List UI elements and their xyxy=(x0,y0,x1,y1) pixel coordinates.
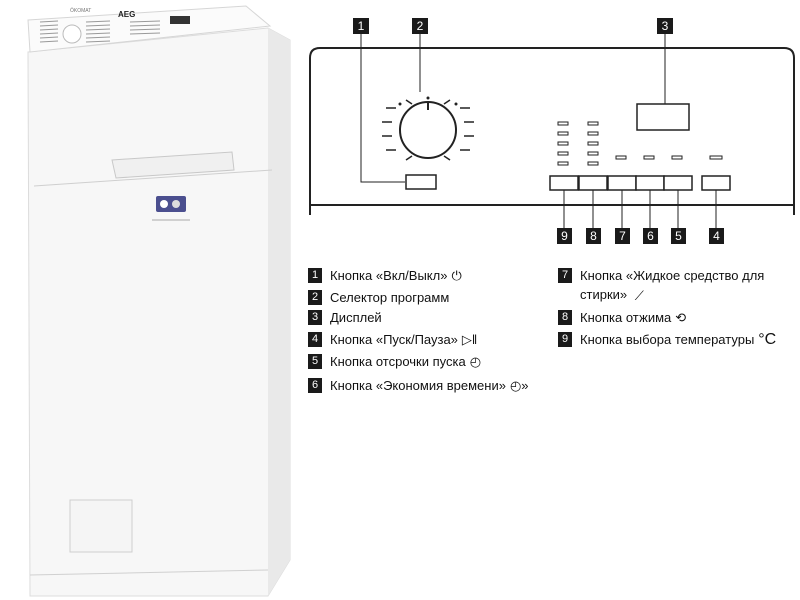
control-panel-diagram: 1 2 3 xyxy=(309,18,795,244)
callout-9: 9 xyxy=(557,228,572,244)
legend-item-4: 4 Кнопка «Пуск/Пауза» ▷‖ xyxy=(308,330,477,349)
legend-item-5: 5 Кнопка отсрочки пуска ◴ xyxy=(308,352,481,371)
panel-text-lines xyxy=(39,20,161,43)
indicator-lamps xyxy=(557,121,723,166)
filter-door xyxy=(69,499,133,553)
callout-5-label: 5 xyxy=(675,229,682,243)
legend-text: Кнопка отсрочки пуска xyxy=(330,354,466,369)
leader-lines xyxy=(360,34,717,228)
legend-item-7: 7 Кнопка «Жидкое средство для стирки» ⟋ xyxy=(558,266,764,305)
function-buttons xyxy=(549,175,731,191)
washing-machine-image: AEG ÖKOMAT xyxy=(27,5,291,597)
legend-num: 6 xyxy=(308,378,322,393)
sticker-dot xyxy=(172,200,180,208)
legend-text: Кнопка «Пуск/Пауза» xyxy=(330,332,458,347)
legend-item-6: 6 Кнопка «Экономия времени» ◴» xyxy=(308,376,529,395)
lid-edge xyxy=(33,169,273,187)
energy-sticker xyxy=(156,196,186,212)
machine-brand: AEG xyxy=(118,10,135,19)
legend-text-line2: стирки» xyxy=(580,287,628,302)
time-save-button xyxy=(635,175,665,191)
legend-item-8: 8 Кнопка отжима ⟲ xyxy=(558,308,686,327)
liquid-detergent-icon: ⟋ xyxy=(634,288,644,304)
temperature-button xyxy=(549,175,579,191)
callout-4: 4 xyxy=(709,228,724,244)
legend-item-1: 1 Кнопка «Вкл/Выкл» ⏻ xyxy=(308,266,462,285)
callout-7: 7 xyxy=(615,228,630,244)
panel-outline xyxy=(309,47,795,215)
legend-num: 2 xyxy=(308,290,322,305)
legend-text: Кнопка отжима xyxy=(580,310,672,325)
machine-side xyxy=(268,28,290,596)
legend-text: Кнопка «Вкл/Выкл» xyxy=(330,268,448,283)
program-dial xyxy=(62,24,82,44)
legend-text-multiline: Кнопка «Жидкое средство для стирки» ⟋ xyxy=(580,266,764,305)
callout-6: 6 xyxy=(643,228,658,244)
legend-item-3: 3 Дисплей xyxy=(308,308,382,327)
callout-7-label: 7 xyxy=(619,229,626,243)
delay-clock-icon: ◴ xyxy=(469,354,482,369)
callout-9-label: 9 xyxy=(561,229,568,243)
machine-body xyxy=(27,27,291,597)
sticker-dot xyxy=(160,200,168,208)
callout-1-label: 1 xyxy=(358,19,365,33)
callout-3-label: 3 xyxy=(662,19,669,33)
lid-handle xyxy=(111,151,235,179)
legend-num: 1 xyxy=(308,268,322,283)
legend-num: 5 xyxy=(308,354,322,369)
legend-num: 3 xyxy=(308,310,322,325)
legend-num: 9 xyxy=(558,332,572,347)
legend-text: Дисплей xyxy=(330,310,382,325)
power-icon: ⏻ xyxy=(451,268,462,283)
spin-button xyxy=(578,175,608,191)
program-selector-dial xyxy=(382,96,474,161)
legend-num: 7 xyxy=(558,268,572,283)
display xyxy=(636,103,690,131)
callout-3: 3 xyxy=(657,18,673,34)
machine-display xyxy=(170,16,190,24)
legend-num: 4 xyxy=(308,332,322,347)
machine-model-label: ÖKOMAT xyxy=(70,7,91,14)
legend-text: Селектор программ xyxy=(330,290,450,305)
time-save-icon: ◴» xyxy=(509,378,529,393)
callout-2-label: 2 xyxy=(417,19,424,33)
legend-item-9: 9 Кнопка выбора температуры °C xyxy=(558,330,776,349)
callout-6-label: 6 xyxy=(647,229,654,243)
delay-start-button xyxy=(663,175,693,191)
legend-item-2: 2 Селектор программ xyxy=(308,288,449,307)
liquid-detergent-button xyxy=(607,175,637,191)
callout-5: 5 xyxy=(671,228,686,244)
play-pause-icon: ▷‖ xyxy=(461,332,478,347)
start-pause-button xyxy=(701,175,731,191)
on-off-button xyxy=(405,174,437,190)
spin-icon: ⟲ xyxy=(675,310,687,325)
callout-4-label: 4 xyxy=(713,229,720,243)
legend-text: Кнопка «Экономия времени» xyxy=(330,378,506,393)
legend-num: 8 xyxy=(558,310,572,325)
callout-2: 2 xyxy=(412,18,428,34)
callout-8-label: 8 xyxy=(590,229,597,243)
callout-8: 8 xyxy=(586,228,601,244)
legend-text-line1: Кнопка «Жидкое средство для xyxy=(580,268,765,283)
callout-1: 1 xyxy=(353,18,369,34)
base-line xyxy=(29,569,269,576)
legend-text: Кнопка выбора температуры xyxy=(580,332,755,347)
temperature-icon: °C xyxy=(758,331,777,348)
